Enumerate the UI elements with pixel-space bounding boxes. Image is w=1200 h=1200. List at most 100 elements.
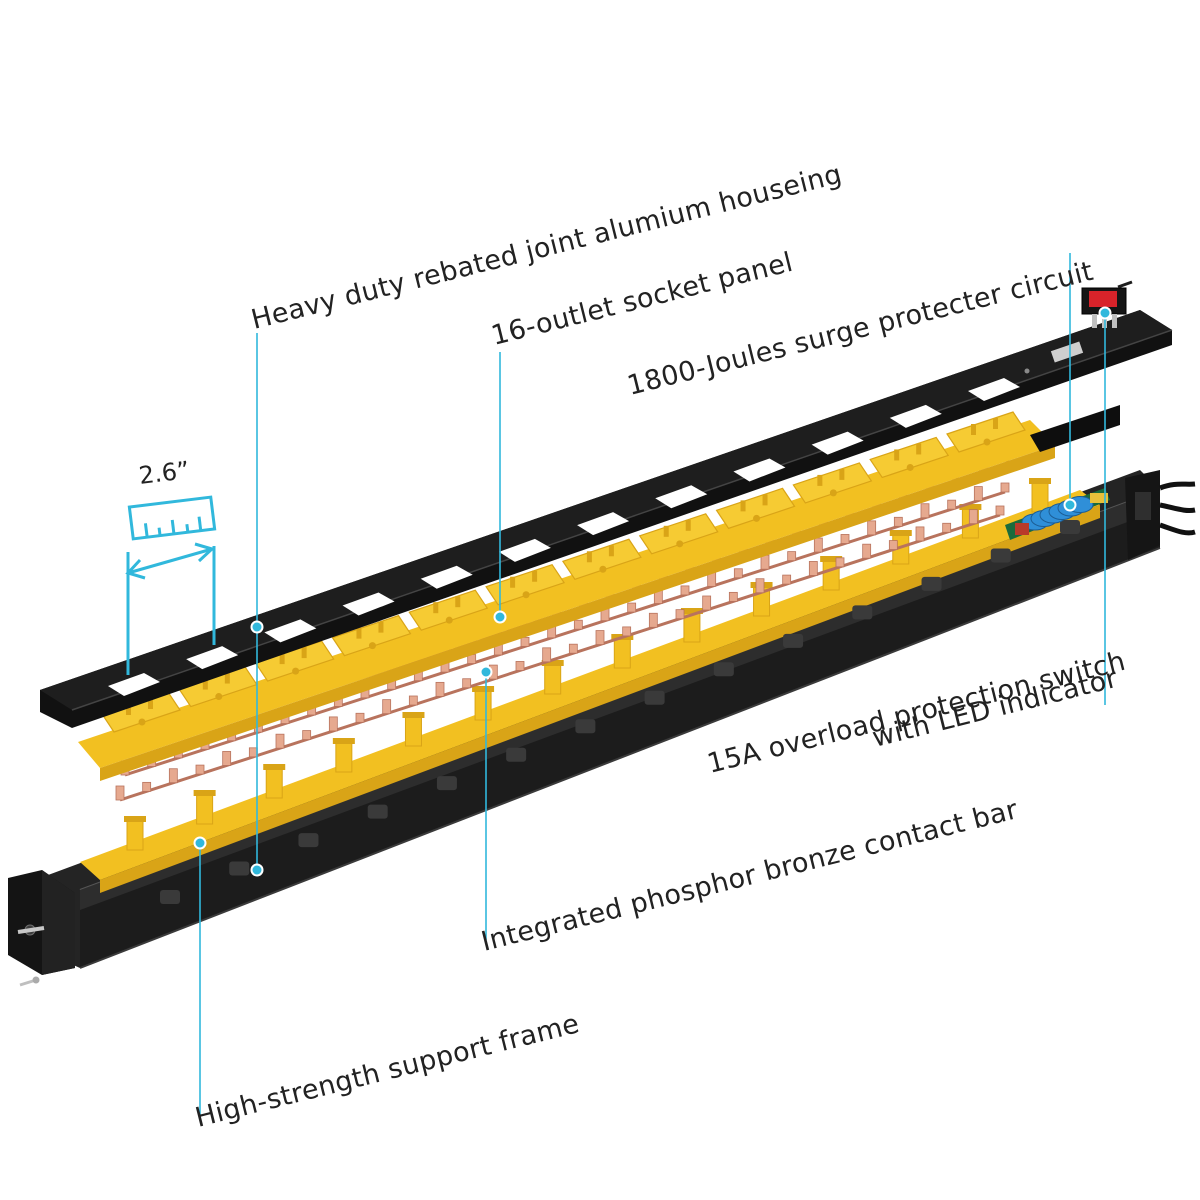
support-frame-rail-side (100, 505, 1100, 893)
socket-outlet-slot-left (510, 576, 516, 588)
top-lid-indicator-hole (1024, 368, 1030, 374)
socket-outlet-ground-hole (215, 693, 223, 701)
contact-bar-strip (124, 490, 1006, 777)
support-frame-foot (506, 747, 527, 762)
socket-outlet-slot-left (894, 449, 900, 461)
support-frame-post (404, 715, 422, 747)
contact-bar-prong (275, 733, 285, 749)
callout-frame-label: High-strength support frame (192, 1008, 582, 1134)
contact-bar-prong (968, 509, 978, 525)
leader-dot-lid (250, 620, 264, 634)
contact-bar-prong (627, 602, 637, 613)
power-switch (1081, 280, 1133, 328)
contact-bar-prong (782, 574, 792, 585)
contact-bar-prong (888, 540, 898, 550)
socket-outlet-slot-left (202, 678, 208, 690)
contact-bar-prong (382, 699, 392, 715)
top-lid-outlet-opening (264, 619, 317, 643)
contact-bar-prong (595, 630, 605, 645)
socket-outlet-slot-right (685, 519, 691, 531)
socket-outlet-ground-hole (292, 667, 300, 675)
socket-outlet (869, 436, 950, 479)
support-frame-post (613, 637, 631, 669)
contact-bar-prong (622, 626, 632, 637)
socket-outlet-ground-hole (599, 565, 607, 573)
support-frame-post (126, 819, 144, 851)
contact-bar-prong (835, 557, 845, 568)
contact-bar-prong (515, 661, 525, 671)
contact-bar-prong (355, 712, 365, 723)
support-frame-post-cap (193, 790, 216, 796)
contact-bar-prong (733, 568, 743, 579)
support-frame-post (474, 689, 492, 721)
support-frame-post (335, 741, 353, 773)
support-frame-post (544, 663, 562, 695)
support-frame-post-cap (124, 816, 146, 822)
contact-bar-prong (728, 591, 738, 602)
socket-outlet (561, 538, 642, 580)
support-frame-foot (713, 662, 734, 677)
ruler-icon (127, 495, 217, 541)
contact-bar-prong (408, 695, 418, 706)
socket-outlet-ground-hole (906, 463, 914, 471)
socket-outlet-slot-right (762, 494, 768, 506)
contact-bar-prong (862, 543, 872, 559)
housing-bottom-edge (79, 547, 1161, 969)
support-frame-post (196, 793, 214, 825)
socket-outlet-slot-left (126, 704, 131, 715)
contact-bar-prong (542, 647, 552, 663)
power-cord-strand (1159, 502, 1196, 513)
contact-bar-prong (648, 612, 658, 628)
support-frame-post-cap (541, 660, 564, 666)
support-frame-foot (436, 776, 457, 791)
socket-outlet-ground-hole (753, 514, 761, 522)
socket-outlet (485, 564, 566, 606)
socket-outlet-ground-hole (368, 642, 376, 650)
surge-capacitor (1090, 493, 1108, 503)
support-frame-rail (80, 490, 1100, 880)
socket-outlet-slot-right (148, 698, 153, 709)
contact-bar-prong (787, 551, 797, 562)
support-frame-post-cap (472, 686, 495, 692)
right-end-cap-cable-clamp (1135, 492, 1151, 520)
socket-outlet-ground-hole (983, 438, 991, 446)
top-lid-outlet-opening (889, 404, 942, 428)
contact-bar-prong (702, 595, 712, 611)
socket-outlet-face (561, 538, 642, 580)
leader-dot-surge (1063, 498, 1077, 512)
socket-outlet-slot-right (839, 468, 845, 480)
contact-bar-prong (248, 747, 258, 758)
socket-outlet-slot-right (301, 647, 307, 659)
support-frame-foot (990, 548, 1011, 563)
socket-outlet-slot-right (224, 672, 230, 684)
contact-bar-prong (520, 636, 530, 647)
contact-bar-prong (893, 516, 903, 527)
socket-outlet (408, 589, 489, 631)
contact-bar-prong (115, 785, 125, 801)
contact-bar-prong (328, 716, 338, 732)
support-frame-post-cap (820, 556, 843, 562)
power-switch-terminal (1092, 314, 1097, 328)
support-frame-foot (852, 605, 873, 620)
left-end-cap-side (42, 870, 75, 975)
socket-outlet-face (946, 411, 1026, 453)
contact-bar-prong (808, 561, 818, 576)
width-dimension-indicator: 2.6” (125, 456, 217, 675)
contact-bar-prong (760, 554, 770, 570)
socket-outlet-slot-left (586, 551, 592, 563)
width-dimension-label: 2.6” (137, 456, 191, 490)
contact-bar-prong (973, 486, 983, 501)
contact-bar-prong (195, 764, 205, 775)
socket-outlet (715, 487, 796, 530)
support-frame-foot (298, 833, 319, 848)
power-cord-strand (1159, 522, 1196, 536)
top-lid-outlet-opening (420, 565, 473, 589)
socket-outlet-slot-left (663, 525, 669, 537)
socket-outlet-slot-right (993, 418, 998, 429)
socket-outlet-slot-left (356, 627, 362, 639)
left-end-cap (8, 870, 75, 987)
socket-outlet-slot-left (279, 653, 285, 665)
socket-outlet-slot-left (740, 500, 746, 512)
power-switch-red-rocker (1089, 291, 1117, 307)
